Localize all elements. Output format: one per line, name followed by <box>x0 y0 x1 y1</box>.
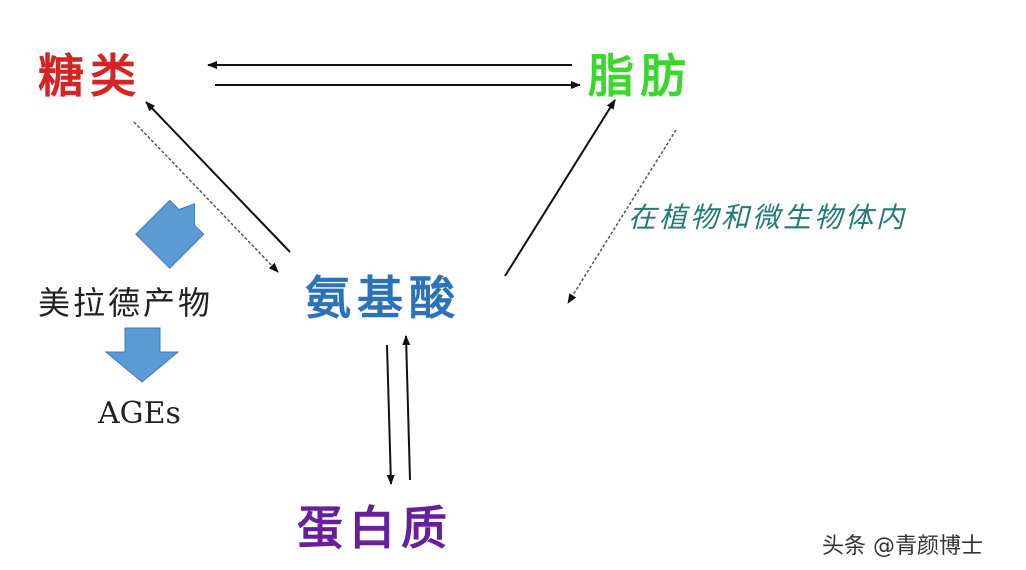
node-fat: 脂肪 <box>588 49 692 103</box>
node-amino-acid: 氨基酸 <box>305 271 461 325</box>
arrow-amino-to-fat <box>504 99 616 277</box>
arrow-amino-to-protein <box>386 344 395 485</box>
block-arrow-to-maillard <box>135 199 205 269</box>
arrow-protein-to-amino <box>402 335 411 481</box>
node-maillard-product: 美拉德产物 <box>38 284 214 322</box>
block-arrow-to-ages <box>104 327 180 383</box>
node-protein: 蛋白质 <box>297 501 453 555</box>
annotation-plants-microbes: 在植物和微生物体内 <box>628 201 908 234</box>
node-ages: AGEs <box>98 396 181 431</box>
arrow-fat-to-amino <box>567 129 677 304</box>
arrow-amino-to-sugar <box>145 101 291 253</box>
watermark: 头条 @青颜博士 <box>822 534 983 559</box>
node-sugar: 糖类 <box>38 49 142 103</box>
